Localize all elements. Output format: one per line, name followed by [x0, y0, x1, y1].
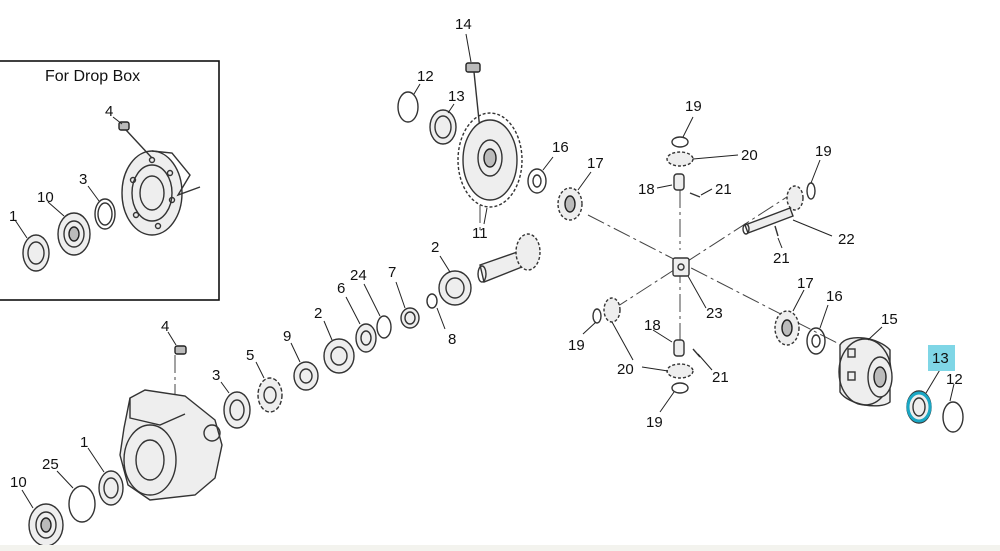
- bolt-4: [174, 345, 187, 355]
- callout-17-right: 17: [797, 275, 814, 292]
- pinion-20-top: [666, 151, 694, 167]
- pinion-20-bottom: [666, 363, 694, 379]
- bolt-14: [465, 62, 481, 131]
- callout-15: 15: [881, 311, 898, 328]
- inset-bolt: [118, 121, 153, 159]
- thrust-washer-19-bottom: [671, 382, 689, 394]
- callout-4: 4: [161, 318, 169, 335]
- pinion-20-left: [603, 297, 621, 323]
- callout-14: 14: [455, 16, 472, 33]
- callout-5: 5: [246, 347, 254, 364]
- callout-13-right: 13: [932, 350, 949, 367]
- seal-1: [98, 470, 124, 506]
- bearing-10: [28, 503, 64, 547]
- bearing-3-lower: [223, 391, 251, 429]
- callout-12-top: 12: [417, 68, 434, 85]
- callout-8: 8: [448, 331, 456, 348]
- washer-6: [355, 323, 377, 353]
- bearing-2-lower: [323, 338, 355, 374]
- pin-21-top: [689, 192, 701, 198]
- pin-18-bottom: [673, 339, 685, 357]
- ring-gear-11: [457, 112, 523, 208]
- callout-16-top: 16: [552, 139, 569, 156]
- callout-19-bottom: 19: [646, 414, 663, 431]
- housing: [119, 389, 223, 501]
- callout-25: 25: [42, 456, 59, 473]
- thrust-washer-19-left: [592, 308, 602, 324]
- bottom-edge-strip: [0, 545, 1000, 551]
- inset-seal: [22, 234, 50, 272]
- collar-7: [400, 307, 420, 329]
- callout-20-bottom: 20: [617, 361, 634, 378]
- callout-21-mid: 21: [773, 250, 790, 267]
- bearing-cup-13-highlighted: [906, 390, 932, 424]
- drop-box-inset: For Drop Box: [0, 60, 220, 301]
- callout-7: 7: [388, 264, 396, 281]
- callout-19-right: 19: [815, 143, 832, 160]
- cross-shaft-22: [742, 207, 794, 235]
- callout-20-top: 20: [741, 147, 758, 164]
- inset-frame: [0, 60, 220, 301]
- inset-snap-ring: [94, 198, 116, 230]
- shim-12-right: [942, 401, 964, 433]
- diff-case-15: [838, 337, 893, 407]
- callout-1: 1: [80, 434, 88, 451]
- callout-10-inset: 10: [37, 189, 54, 206]
- pinion-shaft: [477, 233, 541, 283]
- callout-3: 3: [212, 367, 220, 384]
- o-ring-25: [68, 485, 96, 523]
- callout-4-inset: 4: [105, 103, 113, 120]
- callout-12-right: 12: [946, 371, 963, 388]
- spacer-24: [376, 315, 392, 339]
- side-gear-17-top: [557, 187, 583, 221]
- inset-title: For Drop Box: [45, 68, 140, 85]
- centerlines: [174, 190, 881, 400]
- callout-17-top: 17: [587, 155, 604, 172]
- pinion-20-right: [786, 185, 804, 211]
- callout-11: 11: [472, 225, 488, 242]
- washer-16-top: [527, 168, 547, 194]
- pin-21-mid: [774, 225, 779, 237]
- callout-6: 6: [337, 280, 345, 297]
- callout-2-lower: 2: [314, 305, 322, 322]
- thrust-washer-19-top: [671, 136, 689, 148]
- spider-23: [672, 257, 690, 277]
- pin-18-top: [673, 173, 685, 191]
- callout-19-left: 19: [568, 337, 585, 354]
- callouts: 14 12 13 16 17 11 19 20 19 18 21 22 21 2…: [10, 16, 963, 491]
- yoke-5: [257, 377, 283, 413]
- callout-19-top: 19: [685, 98, 702, 115]
- callout-21-bottom: 21: [712, 369, 729, 386]
- callout-22: 22: [838, 231, 855, 248]
- inset-bearing: [57, 212, 91, 256]
- leader-lines: [21, 33, 955, 509]
- side-gear-17-right: [774, 310, 800, 346]
- callout-10: 10: [10, 474, 27, 491]
- bearing-cup-13-top: [429, 109, 457, 145]
- callout-13-top: 13: [448, 88, 465, 105]
- callout-2-upper: 2: [431, 239, 439, 256]
- callout-13-highlight: [928, 345, 955, 371]
- ring-8: [426, 293, 438, 309]
- inset-flange: [121, 150, 201, 236]
- bearing-2-upper: [438, 270, 472, 306]
- callout-18-bottom: 18: [644, 317, 661, 334]
- nut-9: [293, 361, 319, 391]
- callout-1-inset: 1: [9, 208, 17, 225]
- thrust-washer-19-right: [806, 182, 816, 200]
- callout-23: 23: [706, 305, 723, 322]
- callout-18-top: 18: [638, 181, 655, 198]
- callout-16-right: 16: [826, 288, 843, 305]
- washer-16-right: [806, 327, 826, 355]
- callout-9: 9: [283, 328, 291, 345]
- callout-3-inset: 3: [79, 171, 87, 188]
- shim-12-top: [397, 91, 419, 123]
- callout-21-top: 21: [715, 181, 732, 198]
- callout-24: 24: [350, 267, 367, 284]
